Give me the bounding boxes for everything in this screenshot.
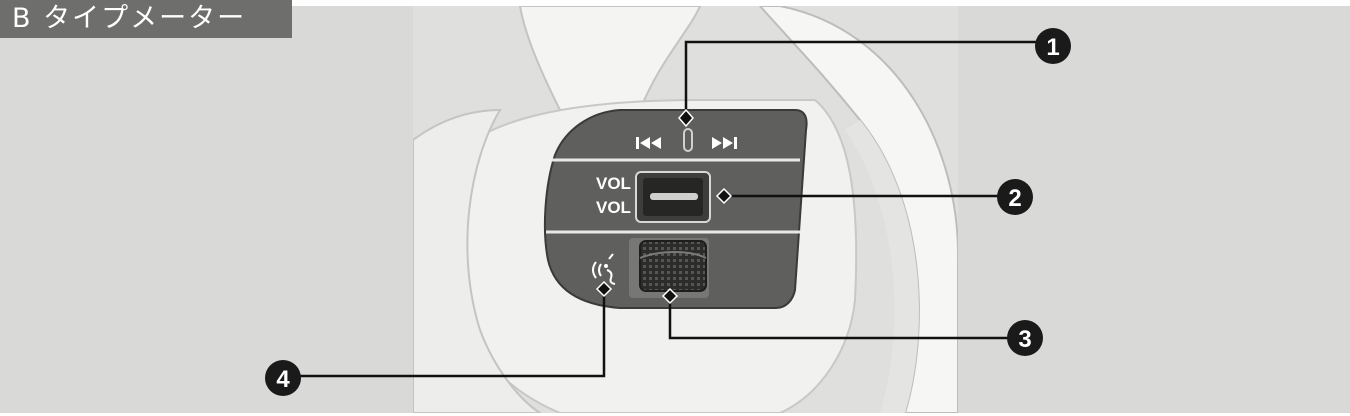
page-title: B タイプメーター xyxy=(0,0,292,38)
callout-1: 1 xyxy=(1035,28,1071,64)
anchor-2 xyxy=(715,187,733,205)
callout-3: 3 xyxy=(1007,320,1043,356)
thumbwheel-icon[interactable] xyxy=(629,238,709,298)
wheel-rim-shadow xyxy=(845,120,919,413)
leader-line-4 xyxy=(287,290,606,378)
volume-rocker-switch[interactable] xyxy=(635,171,711,223)
callout-leaders xyxy=(287,40,1040,378)
anchor-3 xyxy=(661,287,679,305)
anchor-1 xyxy=(678,108,694,128)
callout-anchors xyxy=(595,108,733,305)
leader-line-1 xyxy=(684,40,1040,118)
callout-4-number: 4 xyxy=(276,366,290,393)
callout-1-number: 1 xyxy=(1046,34,1059,61)
track-skip-row xyxy=(636,128,737,152)
leader-line-3 xyxy=(668,296,1022,340)
vol-up-label: VOL + xyxy=(596,174,645,193)
track-switch-center-mark xyxy=(683,128,693,152)
voice-command-icon[interactable] xyxy=(592,253,616,285)
anchor-4 xyxy=(595,280,613,298)
callout-2: 2 xyxy=(997,179,1033,215)
previous-track-icon[interactable] xyxy=(636,137,661,149)
wheel-rim-left xyxy=(413,108,542,413)
callout-3-number: 3 xyxy=(1018,326,1031,353)
next-track-icon[interactable] xyxy=(712,137,737,149)
callout-2-number: 2 xyxy=(1008,185,1021,212)
callout-4: 4 xyxy=(265,360,301,396)
